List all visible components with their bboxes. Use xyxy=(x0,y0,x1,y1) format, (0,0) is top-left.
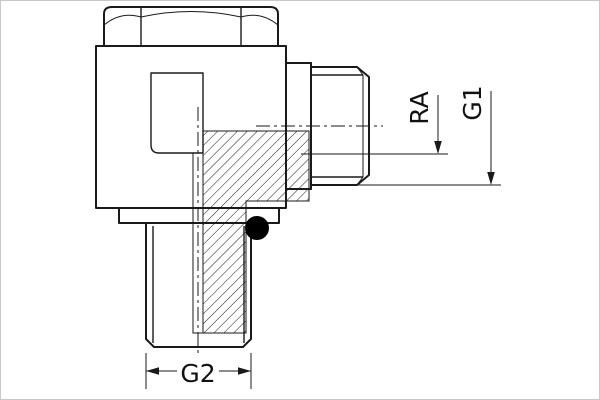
oring-seal xyxy=(245,216,269,240)
label-g1: G1 xyxy=(458,85,487,120)
arrow-right-icon xyxy=(238,367,251,375)
bottom-threaded-stud xyxy=(118,207,280,348)
label-ra: RA xyxy=(405,91,434,124)
dimension-ra: RA xyxy=(301,91,448,155)
label-g2: G2 xyxy=(180,359,215,388)
arrow-down-icon xyxy=(487,172,495,185)
label-background xyxy=(177,355,219,385)
dimension-g1: G1 xyxy=(357,85,501,186)
dimension-g2: G2 xyxy=(145,353,252,389)
hex-nut xyxy=(103,6,279,47)
arrow-left-icon xyxy=(146,367,159,375)
section-hatch xyxy=(192,130,310,334)
arrow-down-icon xyxy=(434,141,442,154)
oring-seal-shape xyxy=(245,216,269,240)
center-lines xyxy=(197,107,383,363)
